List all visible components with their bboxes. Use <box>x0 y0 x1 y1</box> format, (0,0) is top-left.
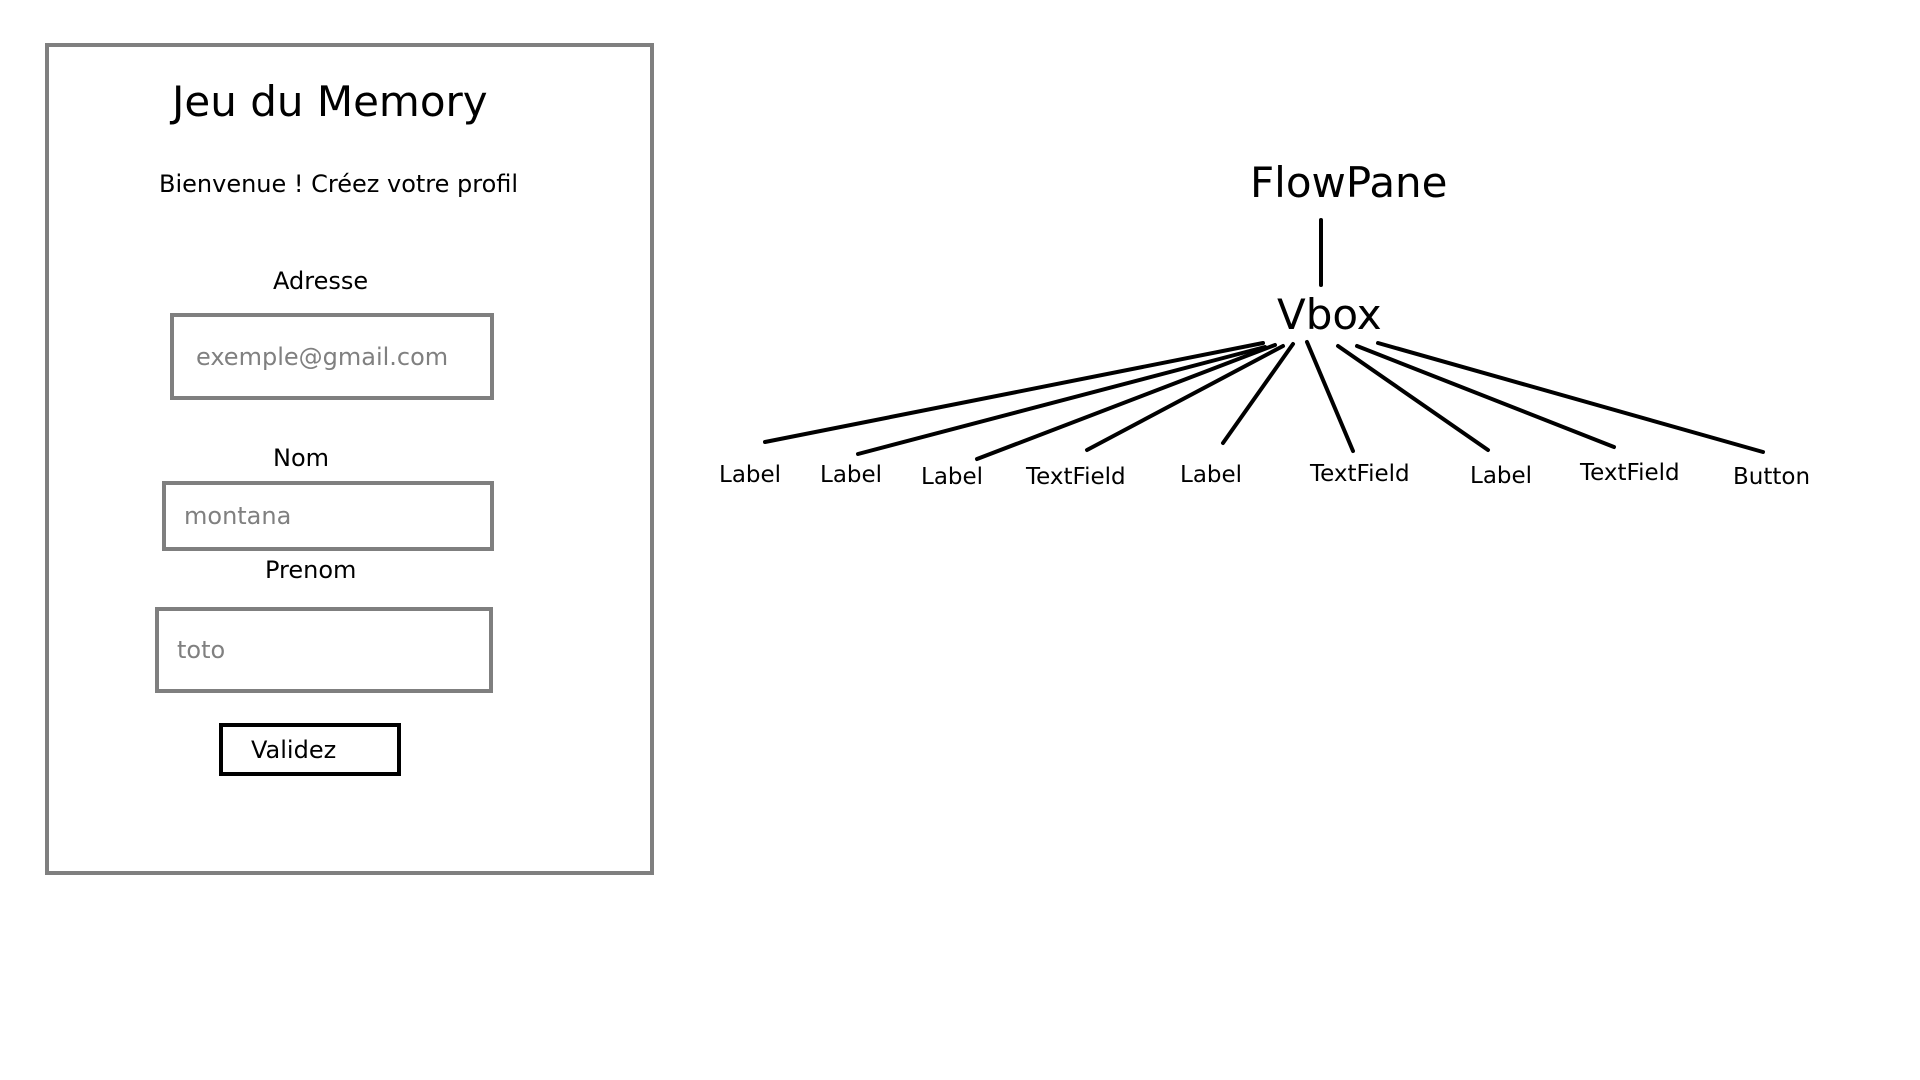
vbox-to-leaf-connector <box>1305 340 1355 453</box>
tree-leaf-textfield: TextField <box>1580 460 1680 486</box>
nom-field[interactable] <box>162 481 494 551</box>
vbox-to-leaf-connector <box>856 345 1267 456</box>
tree-leaf-label: Label <box>719 462 782 488</box>
prenom-field[interactable] <box>155 607 493 693</box>
form-mockup: Jeu du Memory Bienvenue ! Créez votre pr… <box>45 43 654 875</box>
tree-leaf-textfield: TextField <box>1026 464 1126 490</box>
tree-leaf-label: Label <box>921 464 984 490</box>
form-subtitle: Bienvenue ! Créez votre profil <box>159 170 519 198</box>
vbox-to-leaf-connector <box>1376 341 1765 454</box>
validez-button[interactable]: Validez <box>219 723 401 776</box>
nom-label: Nom <box>273 444 330 472</box>
vbox-to-leaf-connector <box>1085 344 1285 452</box>
prenom-input[interactable] <box>177 636 489 664</box>
tree-leaf-button: Button <box>1733 464 1811 490</box>
vbox-to-leaf-connector <box>763 341 1265 444</box>
tree-node-vbox: Vbox <box>1277 290 1382 339</box>
address-input[interactable] <box>196 342 490 371</box>
nom-input[interactable] <box>184 502 490 530</box>
tree-leaf-label: Label <box>820 462 883 488</box>
vbox-to-leaf-connector <box>1355 344 1616 449</box>
vbox-to-leaf-connector <box>1221 342 1295 445</box>
address-field[interactable] <box>170 313 494 400</box>
form-title: Jeu du Memory <box>172 77 488 126</box>
vbox-to-leaf-connector <box>1336 344 1490 452</box>
leaf-connectors <box>763 340 1765 461</box>
tree-leaf-label: Label <box>1470 463 1533 489</box>
tree-leaf-textfield: TextField <box>1310 461 1410 487</box>
prenom-label: Prenom <box>265 556 357 584</box>
tree-node-flowpane: FlowPane <box>1250 158 1448 207</box>
vbox-to-leaf-connector <box>975 343 1277 461</box>
address-label: Adresse <box>273 267 369 295</box>
tree-leaf-label: Label <box>1180 462 1243 488</box>
